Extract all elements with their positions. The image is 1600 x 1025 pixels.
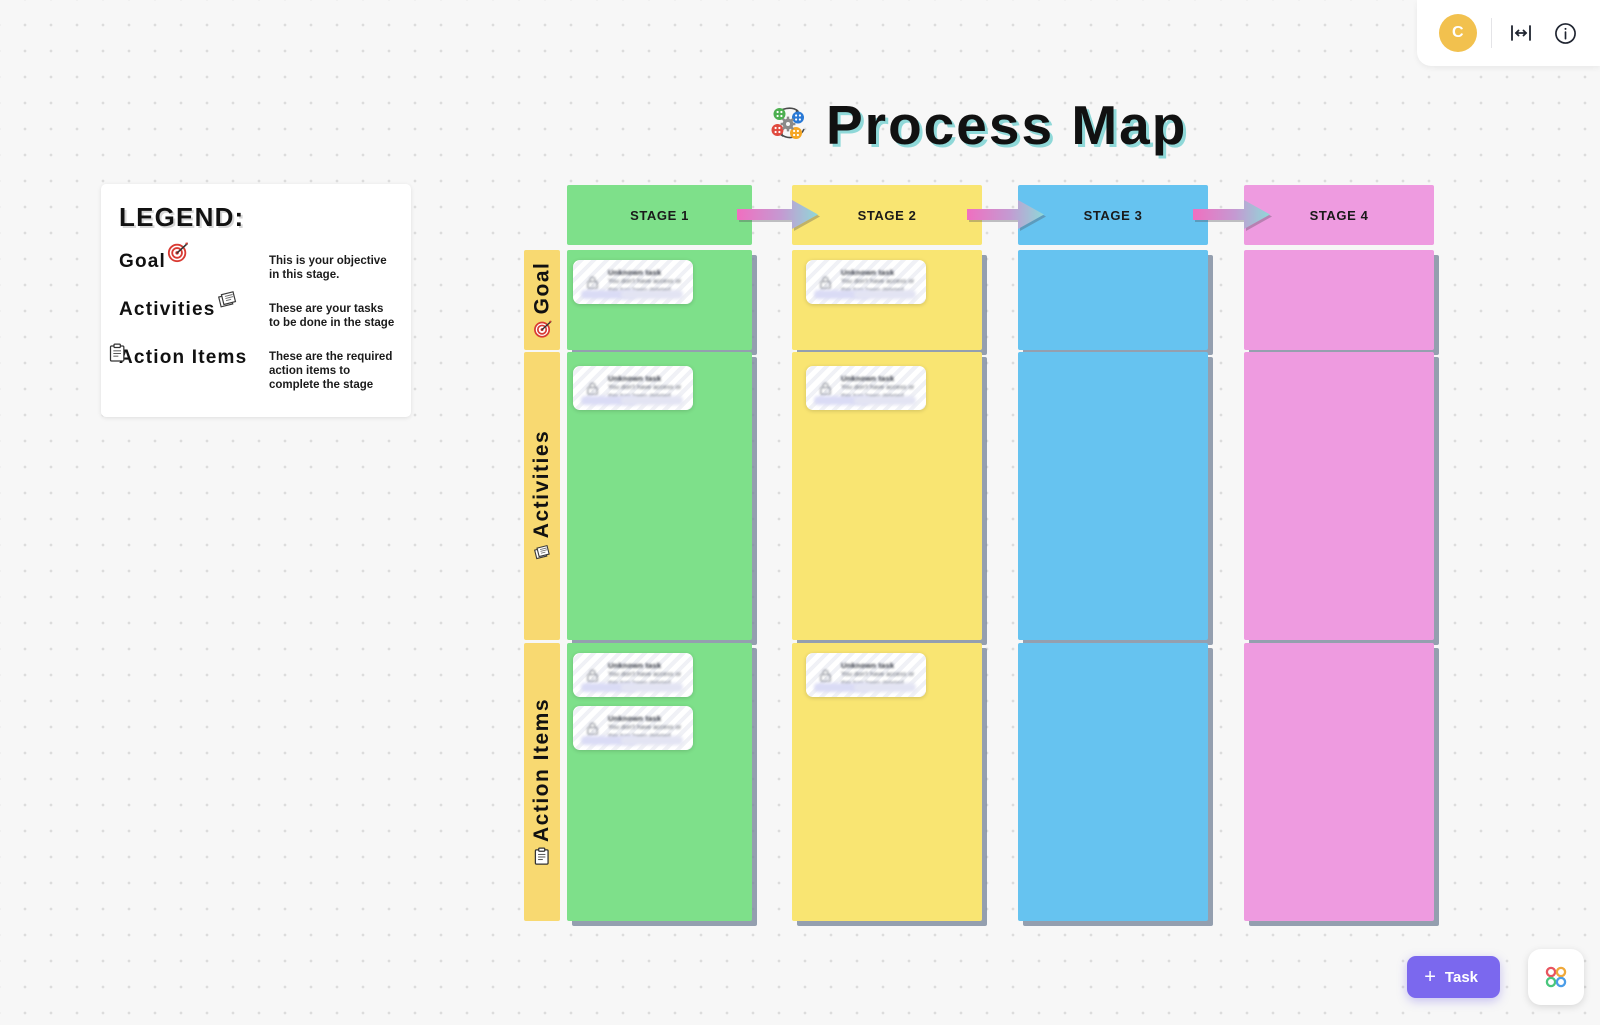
card-placeholder-pill bbox=[854, 683, 916, 692]
sticky-notes-icon bbox=[533, 544, 550, 560]
legend-card: LEGEND: Goal This is your objective in t… bbox=[101, 184, 411, 417]
row-label-text: Action Items bbox=[530, 697, 553, 843]
process-gears-icon bbox=[771, 106, 805, 139]
legend-desc-action-items: These are the required action items to c… bbox=[269, 350, 393, 392]
row-label-text: Goal bbox=[530, 261, 553, 315]
lock-icon bbox=[820, 669, 831, 682]
legend-desc-goal: This is your objective in this stage. bbox=[269, 255, 387, 282]
stage-arrow-3 bbox=[1193, 197, 1274, 233]
card-placeholder-pill bbox=[814, 396, 870, 405]
stage-header-1[interactable]: STAGE 1 bbox=[567, 185, 752, 245]
cell-r2-c4[interactable] bbox=[1244, 352, 1434, 640]
lock-icon bbox=[820, 276, 831, 289]
card-placeholder-pill bbox=[581, 736, 637, 745]
info-icon[interactable] bbox=[1550, 18, 1580, 48]
card-placeholder-pill bbox=[621, 683, 683, 692]
card-placeholder-pill bbox=[621, 396, 683, 405]
legend-term-goal: Goal bbox=[119, 242, 269, 273]
stage-arrow-2 bbox=[967, 197, 1048, 233]
task-card[interactable]: Unknown task You don't have access or th… bbox=[573, 706, 693, 750]
card-placeholder-pill bbox=[581, 290, 637, 299]
task-card-title: Unknown task bbox=[608, 373, 662, 383]
clipboard-icon bbox=[109, 343, 125, 362]
cell-r1-c3[interactable] bbox=[1018, 250, 1208, 350]
app-grid-icon bbox=[1545, 966, 1567, 988]
card-placeholder-pill bbox=[814, 290, 870, 299]
legend-term-activities: Activities bbox=[119, 290, 269, 321]
lock-icon bbox=[587, 722, 598, 735]
page-title-group: Process Map bbox=[764, 98, 1187, 153]
cell-r2-c3[interactable] bbox=[1018, 352, 1208, 640]
task-card-title: Unknown task bbox=[608, 660, 662, 670]
clipboard-icon bbox=[534, 847, 549, 865]
add-task-label: Task bbox=[1444, 968, 1478, 986]
lock-icon bbox=[587, 382, 598, 395]
lock-icon bbox=[820, 382, 831, 395]
task-card-title: Unknown task bbox=[841, 267, 895, 277]
card-placeholder-pill bbox=[581, 396, 637, 405]
toolbar-divider bbox=[1491, 18, 1492, 48]
card-placeholder-pill bbox=[814, 683, 870, 692]
task-card[interactable]: Unknown task You don't have access or th… bbox=[806, 366, 926, 410]
stage-header-2[interactable]: STAGE 2 bbox=[792, 185, 982, 245]
card-placeholder-pill bbox=[581, 683, 637, 692]
row-label-text: Activities bbox=[530, 429, 553, 539]
cell-r1-c4[interactable] bbox=[1244, 250, 1434, 350]
row-label-activities[interactable]: Activities bbox=[524, 352, 560, 640]
legend-row: Goal This is your objective in this stag… bbox=[119, 242, 395, 283]
stage-header-3[interactable]: STAGE 3 bbox=[1018, 185, 1208, 245]
task-card[interactable]: Unknown task You don't have access or th… bbox=[806, 653, 926, 697]
legend-row: Activities These are your tasks to be do… bbox=[119, 290, 395, 331]
target-icon bbox=[167, 242, 188, 263]
row-label-action-items[interactable]: Action Items bbox=[524, 643, 560, 921]
fit-to-screen-icon[interactable] bbox=[1506, 18, 1536, 48]
lock-icon bbox=[587, 276, 598, 289]
task-card-title: Unknown task bbox=[608, 713, 662, 723]
task-card-title: Unknown task bbox=[841, 660, 895, 670]
task-card[interactable]: Unknown task You don't have access or th… bbox=[573, 653, 693, 697]
sticky-notes-icon bbox=[217, 290, 237, 308]
task-card[interactable]: Unknown task You don't have access or th… bbox=[573, 366, 693, 410]
cell-r3-c3[interactable] bbox=[1018, 643, 1208, 921]
card-placeholder-pill bbox=[854, 396, 916, 405]
legend-term-action-items: Action Items bbox=[109, 343, 269, 369]
plus-icon: + bbox=[1424, 966, 1436, 988]
stage-arrow-1 bbox=[737, 197, 822, 233]
legend-desc-activities: These are your tasks to be done in the s… bbox=[269, 302, 395, 330]
legend-row: Action Items These are the required acti… bbox=[109, 343, 395, 393]
task-card-title: Unknown task bbox=[608, 267, 662, 277]
row-label-goal[interactable]: Goal bbox=[524, 250, 560, 350]
task-card-title: Unknown task bbox=[841, 373, 895, 383]
card-placeholder-pill bbox=[621, 290, 683, 299]
page-title: Process Map bbox=[826, 94, 1188, 156]
cell-r3-c4[interactable] bbox=[1244, 643, 1434, 921]
lock-icon bbox=[587, 669, 598, 682]
task-card[interactable]: Unknown task You don't have access or th… bbox=[573, 260, 693, 304]
task-card[interactable]: Unknown task You don't have access or th… bbox=[806, 260, 926, 304]
stage-header-4[interactable]: STAGE 4 bbox=[1244, 185, 1434, 245]
card-placeholder-pill bbox=[854, 290, 916, 299]
top-toolbar: C bbox=[1417, 0, 1600, 66]
card-placeholder-pill bbox=[621, 736, 683, 745]
add-task-button[interactable]: + Task bbox=[1407, 956, 1500, 998]
legend-heading: LEGEND: bbox=[119, 202, 245, 232]
avatar[interactable]: C bbox=[1439, 14, 1477, 52]
app-grid-button[interactable] bbox=[1528, 949, 1584, 1005]
target-icon bbox=[533, 320, 551, 338]
